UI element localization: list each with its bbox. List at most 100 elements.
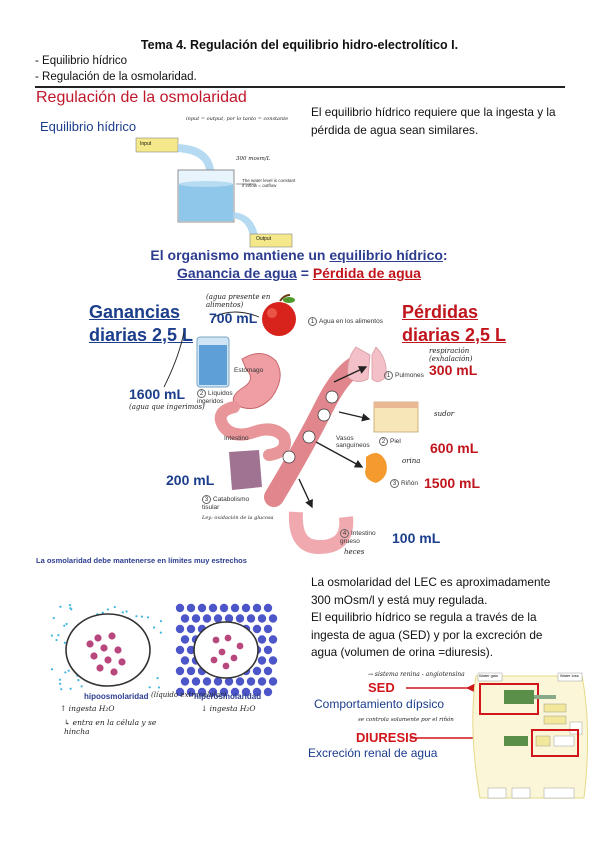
solute-particle bbox=[140, 615, 144, 618]
osmolarity-cells bbox=[50, 603, 278, 697]
intracellular-particle bbox=[94, 634, 102, 642]
solute-particle bbox=[268, 614, 278, 623]
tank-illustration bbox=[135, 137, 293, 248]
solute-particle bbox=[58, 678, 62, 681]
skin-note: sudor bbox=[434, 410, 455, 418]
hypo-hand-1: ↑ ingesta H₂O bbox=[60, 704, 115, 713]
solute-particle bbox=[191, 614, 201, 623]
intracellular-particle bbox=[118, 658, 126, 666]
solute-particle bbox=[59, 605, 62, 608]
solute-particle bbox=[268, 677, 278, 686]
losses-title-2: diarias 2,5 L bbox=[402, 325, 507, 345]
solute-particle bbox=[159, 619, 163, 623]
solute-particle bbox=[135, 615, 138, 618]
food-label-text: Agua en los alimentos bbox=[319, 318, 383, 325]
drink-label-text: Líquidos ingeridos bbox=[197, 390, 233, 405]
solute-particle bbox=[121, 611, 124, 614]
solute-particle bbox=[152, 626, 156, 629]
solute-particle bbox=[186, 645, 196, 655]
gains-title-1: Ganancias bbox=[89, 302, 181, 322]
intracellular-particle bbox=[90, 652, 98, 660]
solute-particle bbox=[148, 686, 151, 689]
solute-particle bbox=[235, 677, 245, 686]
intracellular-particle bbox=[96, 664, 104, 672]
intracellular-particle bbox=[210, 656, 218, 664]
intracellular-particle bbox=[114, 646, 122, 654]
tank-input-label: Input bbox=[140, 141, 152, 147]
intracellular-particle bbox=[108, 632, 116, 640]
intracellular-particle bbox=[86, 640, 94, 648]
tank-note-top: input = output, por lo tanto = constante bbox=[186, 116, 289, 122]
document-title: Tema 4. Regulación del equilibrio hidro-… bbox=[140, 38, 459, 52]
vessels-label: Vasos sanguíneos bbox=[336, 435, 370, 449]
solute-particle bbox=[202, 614, 212, 623]
solute-particle bbox=[246, 614, 256, 623]
tank-figure-label: Equilibrio hídrico bbox=[40, 119, 137, 134]
section-title: Regulación de la osmolaridad bbox=[36, 89, 247, 106]
solute-particle bbox=[175, 666, 185, 676]
tank-note-mid: 300 mosm/L bbox=[236, 156, 271, 162]
solute-particle bbox=[146, 616, 150, 619]
osmolarity-figure: hipoosmolaridad (líquido extracelular) ↑… bbox=[46, 600, 286, 740]
solute-particle bbox=[186, 603, 196, 613]
solute-particle bbox=[156, 677, 159, 680]
solute-particle bbox=[57, 634, 60, 637]
solute-particle bbox=[263, 645, 273, 655]
sed-label: SED bbox=[368, 680, 395, 695]
tank-figure: Equilibrio hídrico Input Output input = … bbox=[36, 108, 298, 248]
solute-particle bbox=[64, 671, 67, 674]
hypo-label: hipoosmolaridad bbox=[84, 692, 149, 701]
intracellular-particle bbox=[110, 668, 118, 676]
hyper-hand: ↓ ingesta H₂O bbox=[201, 704, 256, 713]
paragraph-osmolarity: La osmolaridad del LEC es aproximadament… bbox=[311, 574, 576, 662]
solute-particle bbox=[197, 603, 207, 613]
solute-particle bbox=[125, 610, 128, 613]
balance-title-suffix: : bbox=[442, 247, 448, 263]
solute-particle bbox=[263, 666, 273, 676]
solute-particle bbox=[246, 677, 256, 686]
diuresis-label: DIURESIS bbox=[356, 730, 418, 745]
skin-label-text: Piel bbox=[390, 438, 401, 445]
solute-particle bbox=[175, 624, 185, 634]
solute-particle bbox=[180, 614, 190, 623]
sed-sub: Comportamiento dípsico bbox=[314, 697, 445, 711]
solute-particle bbox=[202, 677, 212, 686]
solute-particle bbox=[263, 624, 273, 634]
solute-particle bbox=[159, 631, 162, 634]
solute-particle bbox=[252, 603, 262, 613]
solute-particle bbox=[63, 624, 66, 627]
paragraph2-line-4: ingesta de agua (SED) y por la excreción… bbox=[311, 627, 543, 642]
balance-title-gain: Ganancia de agua bbox=[177, 265, 297, 281]
solute-particle bbox=[268, 656, 278, 665]
solute-particle bbox=[63, 641, 66, 644]
drink-ml: 1600 mL bbox=[129, 386, 186, 402]
tank-output-label: Output bbox=[256, 236, 272, 242]
paragraph2-line-5: agua (volumen de orina =diuresis). bbox=[311, 645, 493, 659]
bullet-osmolaridad: - Regulación de la osmolaridad. bbox=[35, 71, 197, 83]
balance-title-line2: Ganancia de agua = Pérdida de agua bbox=[84, 265, 514, 281]
paragraph-balance: El equilibrio hídrico requiere que la in… bbox=[311, 105, 556, 137]
paragraph2-line-3: El equilibrio hídrico se regula a través… bbox=[311, 610, 537, 624]
balance-title-loss: Pérdida de agua bbox=[312, 265, 421, 281]
water-gain-label: Water gain bbox=[479, 673, 499, 678]
header-divider bbox=[35, 86, 565, 88]
intracellular-particle bbox=[224, 634, 232, 642]
kidney-label-text: Riñón bbox=[401, 480, 418, 487]
bullet-equilibrio: - Equilibrio hídrico bbox=[35, 55, 128, 67]
skin-ml: 600 mL bbox=[430, 440, 479, 456]
solute-particle bbox=[213, 614, 223, 623]
drink-note: (agua que ingerimos) bbox=[129, 403, 205, 411]
solute-particle bbox=[69, 687, 72, 690]
solute-particle bbox=[186, 624, 196, 634]
colon-note: heces bbox=[344, 548, 365, 556]
water-balance-figure: El organismo mantiene un equilibrio hídr… bbox=[84, 247, 514, 557]
hypo-note: (líquido extracelular) bbox=[151, 691, 227, 699]
osmo-caption: La osmolaridad debe mantenerse en límite… bbox=[36, 556, 247, 565]
catab-ml: 200 mL bbox=[166, 472, 215, 488]
intracellular-particle bbox=[236, 642, 244, 650]
balance-title-eq: = bbox=[296, 265, 313, 281]
